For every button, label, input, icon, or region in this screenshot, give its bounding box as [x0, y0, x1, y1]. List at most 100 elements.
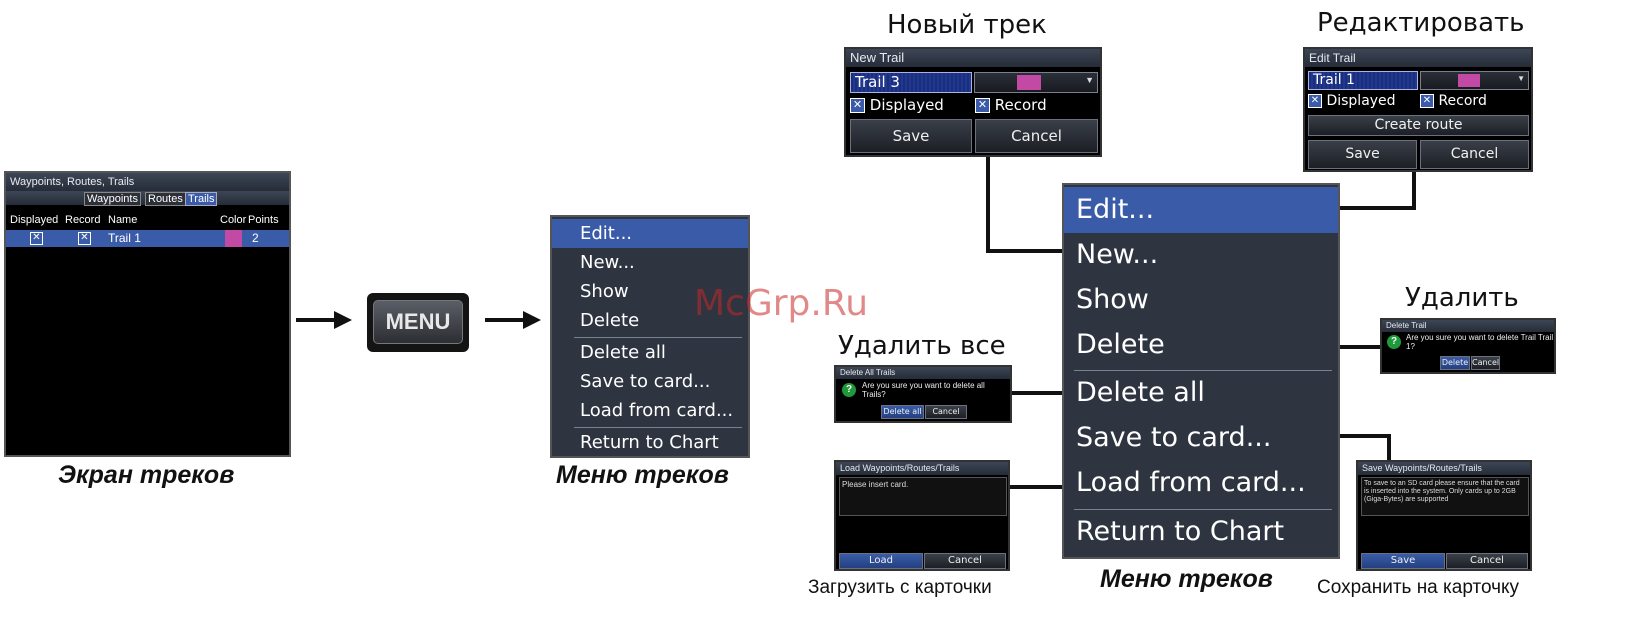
menu-divider: [1074, 370, 1332, 371]
new-trail-dialog: New Trail Trail 3 ▼ ✕ Displayed ✕ Record…: [844, 47, 1102, 157]
col-color: Color: [220, 214, 247, 226]
create-route-button[interactable]: Create route: [1308, 115, 1529, 136]
tab-waypoints[interactable]: Waypoints: [84, 192, 141, 206]
trail-color-select[interactable]: ▼: [1420, 71, 1529, 90]
load-dialog-title: Load Waypoints/Routes/Trails: [836, 462, 1008, 475]
col-name: Name: [108, 214, 138, 226]
trail-name-input[interactable]: Trail 3: [850, 72, 972, 93]
menu-item-edit[interactable]: Edit...: [552, 219, 748, 248]
trails-columns: Displayed Record Name Color Points: [6, 214, 289, 228]
record-checkbox[interactable]: ✕: [78, 232, 91, 245]
edit-trail-heading: Редактировать: [1317, 8, 1525, 38]
col-record: Record: [65, 214, 101, 226]
chevron-down-icon: ▼: [1517, 74, 1525, 83]
menu-item-save-to-card[interactable]: Save to card...: [1076, 422, 1272, 453]
trails-tabs: Waypoints Routes Trails: [6, 191, 289, 206]
cancel-button[interactable]: Cancel: [924, 553, 1006, 569]
menu-item-show[interactable]: Show: [1076, 284, 1149, 315]
displayed-checkbox-row[interactable]: ✕ Displayed: [1308, 93, 1396, 109]
load-dialog: Load Waypoints/Routes/Trails Please inse…: [834, 460, 1010, 571]
menu-divider: [574, 427, 742, 428]
menu-item-delete[interactable]: Delete: [580, 310, 640, 331]
menu-item-return-to-chart[interactable]: Return to Chart: [1076, 516, 1285, 547]
menu-item-return-to-chart[interactable]: Return to Chart: [580, 432, 719, 453]
displayed-checkbox[interactable]: ✕: [30, 232, 43, 245]
check-icon: ✕: [975, 98, 990, 113]
save-button[interactable]: Save: [1361, 553, 1445, 569]
displayed-checkbox-row[interactable]: ✕ Displayed: [850, 96, 944, 114]
delete-all-confirm-button[interactable]: Delete all: [881, 405, 924, 419]
cancel-button[interactable]: Cancel: [1471, 356, 1500, 370]
menu-item-load-from-card[interactable]: Load from card...: [580, 400, 734, 421]
trail-color-swatch: [225, 230, 242, 247]
save-button[interactable]: Save: [850, 119, 972, 153]
trails-screen: Waypoints, Routes, Trails Waypoints Rout…: [4, 171, 291, 457]
menu-key-face: MENU: [373, 300, 463, 344]
small-track-menu: Edit... New... Show Delete Delete all Sa…: [550, 215, 750, 458]
trail-color-swatch: [1458, 74, 1480, 87]
menu-key-label: MENU: [385, 309, 451, 334]
arrow-right-icon: [296, 311, 352, 329]
delete-confirm-button[interactable]: Delete: [1440, 356, 1470, 370]
cancel-button[interactable]: Cancel: [1446, 553, 1528, 569]
trail-name-input[interactable]: Trail 1: [1308, 71, 1418, 90]
save-dialog: Save Waypoints/Routes/Trails To save to …: [1356, 460, 1532, 571]
cancel-button[interactable]: Cancel: [975, 119, 1098, 153]
big-menu-caption: Меню треков: [1100, 565, 1273, 593]
watermark: McGrp.Ru: [694, 283, 869, 324]
trail-color-select[interactable]: ▼: [974, 72, 1098, 93]
save-message: To save to an SD card please ensure that…: [1364, 480, 1520, 503]
trail-points: 2: [252, 231, 259, 245]
save-dialog-title: Save Waypoints/Routes/Trails: [1358, 462, 1530, 475]
cancel-button[interactable]: Cancel: [1420, 140, 1529, 169]
load-button[interactable]: Load: [839, 553, 923, 569]
menu-item-new[interactable]: New...: [1076, 239, 1159, 270]
menu-item-delete-all[interactable]: Delete all: [1076, 377, 1205, 408]
trail-color-swatch: [1017, 75, 1041, 90]
menu-item-show[interactable]: Show: [580, 281, 629, 302]
cancel-button[interactable]: Cancel: [925, 405, 967, 419]
question-icon: ?: [1387, 335, 1401, 349]
small-menu-caption: Меню треков: [556, 461, 729, 489]
load-caption: Загрузить с карточки: [808, 577, 992, 598]
edit-trail-dialog: Edit Trail Trail 1 ▼ ✕ Displayed ✕ Recor…: [1303, 47, 1533, 172]
menu-key[interactable]: MENU: [367, 293, 469, 352]
load-message: Please insert card.: [842, 480, 909, 489]
delete-trail-heading: Удалить: [1405, 283, 1519, 313]
menu-divider: [1074, 509, 1332, 510]
record-checkbox-row[interactable]: ✕ Record: [975, 96, 1047, 114]
trail-name: Trail 1: [108, 231, 141, 245]
new-trail-heading: Новый трек: [887, 10, 1047, 40]
menu-item-delete-all[interactable]: Delete all: [580, 342, 666, 363]
big-track-menu: Edit... New... Show Delete Delete all Sa…: [1062, 183, 1340, 559]
menu-item-load-from-card[interactable]: Load from card...: [1076, 467, 1306, 498]
delete-all-title: Delete All Trails: [836, 367, 1010, 379]
check-icon: ✕: [850, 98, 865, 113]
record-checkbox-row[interactable]: ✕ Record: [1420, 93, 1487, 109]
menu-divider: [574, 337, 742, 338]
save-button[interactable]: Save: [1308, 140, 1417, 169]
delete-trail-message: Are you sure you want to delete Trail Tr…: [1406, 333, 1554, 351]
new-trail-title: New Trail: [846, 49, 1100, 67]
menu-item-delete[interactable]: Delete: [1076, 329, 1165, 360]
menu-item-new[interactable]: New...: [580, 252, 635, 273]
check-icon: ✕: [1420, 94, 1434, 108]
trails-screen-title: Waypoints, Routes, Trails: [6, 173, 289, 191]
delete-all-heading: Удалить все: [838, 331, 1006, 361]
delete-all-dialog: Delete All Trails ? Are you sure you wan…: [834, 365, 1012, 423]
edit-trail-title: Edit Trail: [1305, 49, 1531, 67]
col-displayed: Displayed: [10, 214, 59, 226]
delete-trail-dialog: Delete Trail ? Are you sure you want to …: [1380, 318, 1556, 374]
menu-item-edit[interactable]: Edit...: [1064, 187, 1338, 233]
arrow-right-icon: [485, 311, 541, 329]
save-caption: Сохранить на карточку: [1317, 577, 1520, 598]
delete-all-message: Are you sure you want to delete all Trai…: [862, 381, 985, 399]
save-message-box: To save to an SD card please ensure that…: [1361, 477, 1529, 516]
trails-screen-caption: Экран треков: [58, 461, 235, 489]
menu-item-save-to-card[interactable]: Save to card...: [580, 371, 711, 392]
tab-trails[interactable]: Trails: [185, 192, 218, 206]
table-row[interactable]: ✕ ✕ Trail 1 2: [6, 230, 289, 247]
tab-routes[interactable]: Routes: [145, 192, 186, 206]
delete-trail-title: Delete Trail: [1382, 320, 1554, 332]
